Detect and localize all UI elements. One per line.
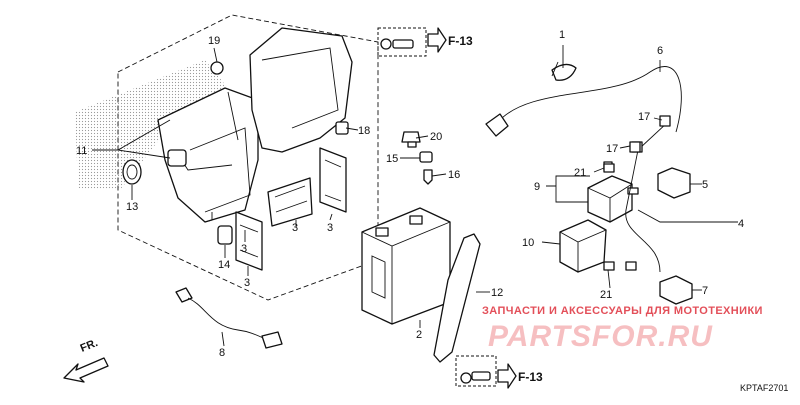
terminal-cap xyxy=(659,275,693,305)
clip xyxy=(629,141,641,153)
battery-pad xyxy=(267,177,313,227)
reference-arrow xyxy=(427,27,447,53)
callout: 16 xyxy=(448,169,460,181)
connector xyxy=(603,163,615,173)
battery-pad xyxy=(319,147,347,213)
ground-cable xyxy=(175,287,283,349)
battery xyxy=(361,207,451,325)
callout: 3 xyxy=(292,222,298,234)
callout: 2 xyxy=(416,329,422,341)
cushion xyxy=(217,225,233,245)
callout: 3 xyxy=(327,222,333,234)
callout: 21 xyxy=(600,289,612,301)
battery-holder-bar xyxy=(433,233,481,363)
collar xyxy=(419,151,433,163)
callout: 11 xyxy=(76,145,87,157)
callout: 18 xyxy=(358,125,370,137)
watermark: ЗАПЧАСТИ И АКСЕССУАРЫ ДЛЯ МОТОТЕХНИКИ PA… xyxy=(482,305,763,353)
band xyxy=(551,63,577,81)
reference-label: F-13 xyxy=(448,34,473,48)
callout: 17 xyxy=(638,111,650,123)
reference-label: F-13 xyxy=(518,370,543,384)
callout: 5 xyxy=(702,179,708,191)
connector xyxy=(603,261,615,271)
rubber-mount xyxy=(122,159,142,185)
battery-cable xyxy=(497,66,682,133)
screw xyxy=(423,169,433,185)
diagram-code: KPTAF2701 xyxy=(740,383,788,393)
wire-harness xyxy=(625,149,661,273)
leader-lines xyxy=(92,45,738,347)
direction-label: FR. xyxy=(79,337,100,355)
relay-cover xyxy=(559,219,607,273)
connector xyxy=(625,261,637,271)
callout: 13 xyxy=(126,201,138,213)
terminal-cover xyxy=(657,167,691,199)
callout: 6 xyxy=(657,45,663,57)
clip xyxy=(659,115,671,127)
callout: 15 xyxy=(386,153,398,165)
callout: 1 xyxy=(559,29,565,41)
callout: 8 xyxy=(219,347,225,359)
callout: 21 xyxy=(574,167,586,179)
assembly-frame xyxy=(117,14,379,301)
callout: 12 xyxy=(491,287,503,299)
callout: 3 xyxy=(244,277,250,289)
callout: 14 xyxy=(218,259,230,271)
grommet xyxy=(210,61,224,75)
callout: 7 xyxy=(702,285,708,297)
nut xyxy=(401,131,421,148)
reference-arrow xyxy=(497,363,517,389)
bolt xyxy=(377,27,427,57)
battery-pad xyxy=(235,211,263,271)
watermark-text: ЗАПЧАСТИ И АКСЕССУАРЫ ДЛЯ МОТОТЕХНИКИ xyxy=(482,305,763,317)
bolt xyxy=(455,355,497,387)
callout: 3 xyxy=(241,243,247,255)
callout-labels: 1 6 19 18 20 15 16 17 17 21 9 5 4 10 21 … xyxy=(76,29,744,359)
stipple-area xyxy=(75,60,236,190)
callout: 9 xyxy=(534,181,540,193)
callout: 10 xyxy=(522,237,534,249)
callout: 19 xyxy=(208,35,220,47)
watermark-logo: PARTSFOR.RU xyxy=(488,320,713,353)
callout: 20 xyxy=(430,131,442,143)
direction-arrow xyxy=(63,357,109,383)
callout: 17 xyxy=(606,143,618,155)
callout: 4 xyxy=(738,218,744,230)
